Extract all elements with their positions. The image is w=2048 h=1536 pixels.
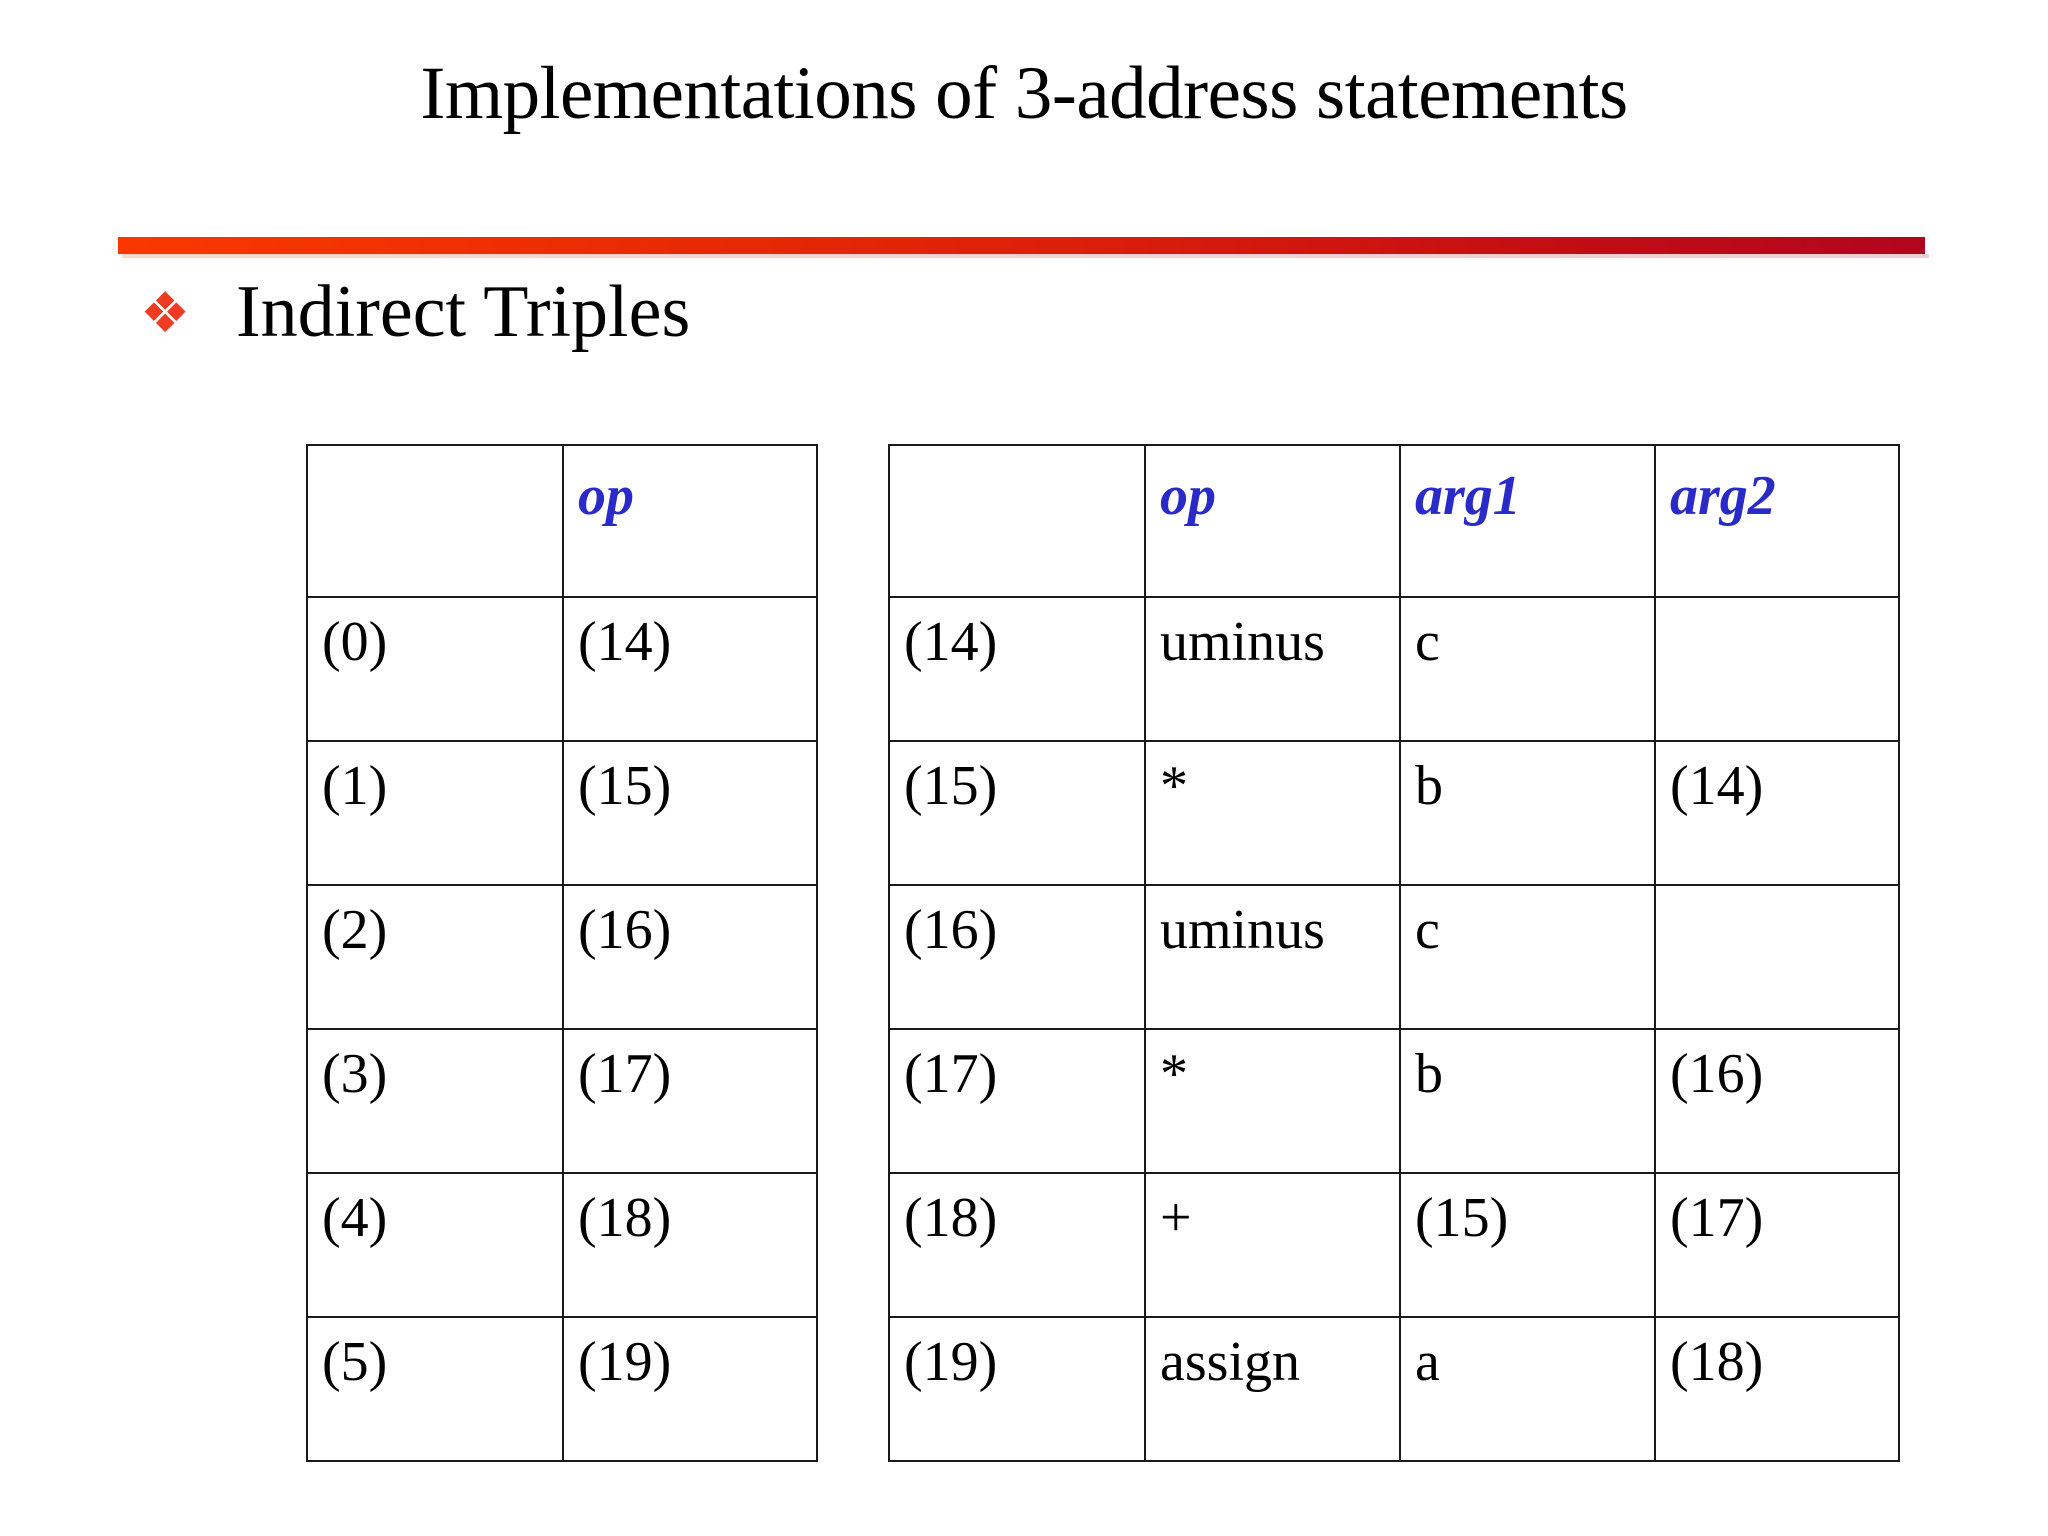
triples-cell-op: * (1144, 1028, 1401, 1174)
triples-cell-arg1: b (1399, 1028, 1656, 1174)
title-accent-divider-shadow (122, 254, 1929, 258)
table-row: (1) (15) (306, 740, 818, 886)
table-row: (5) (19) (306, 1316, 818, 1462)
index-table-body: op (0) (14) (1) (15) (2) (16) (3) (17) (… (306, 444, 818, 1462)
triples-cell-arg1: a (1399, 1316, 1656, 1462)
table-row: (2) (16) (306, 884, 818, 1030)
triples-cell-idx: (15) (888, 740, 1146, 886)
triples-cell-arg2: (17) (1654, 1172, 1900, 1318)
bullet-line: ❖ Indirect Triples (140, 271, 691, 353)
table-row: (16) uminus c (888, 884, 1900, 1030)
triples-cell-arg2 (1654, 596, 1900, 742)
index-cell-op: (18) (562, 1172, 818, 1318)
table-header-row: op arg1 arg2 (888, 444, 1900, 598)
diamond-bullet-icon: ❖ (140, 281, 191, 346)
page-title: Implementations of 3-address statements (420, 52, 1628, 135)
triples-cell-op: uminus (1144, 596, 1401, 742)
index-cell-op: (17) (562, 1028, 818, 1174)
table-row: (18) + (15) (17) (888, 1172, 1900, 1318)
triples-cell-op: assign (1144, 1316, 1401, 1462)
bullet-label: Indirect Triples (236, 271, 691, 353)
triples-cell-arg1: b (1399, 740, 1656, 886)
title-accent-divider (118, 237, 1925, 254)
table-header-row: op (306, 444, 818, 598)
table-row: (19) assign a (18) (888, 1316, 1900, 1462)
index-cell-idx: (5) (306, 1316, 564, 1462)
triples-header-arg2: arg2 (1654, 444, 1900, 598)
triples-cell-arg1: (15) (1399, 1172, 1656, 1318)
triples-table: op arg1 arg2 (14) uminus c (15) * b (14)… (888, 444, 1900, 1462)
triples-cell-idx: (18) (888, 1172, 1146, 1318)
index-cell-op: (15) (562, 740, 818, 886)
triples-header-op: op (1144, 444, 1401, 598)
index-cell-idx: (1) (306, 740, 564, 886)
triples-cell-arg2 (1654, 884, 1900, 1030)
table-row: (4) (18) (306, 1172, 818, 1318)
triples-cell-op: + (1144, 1172, 1401, 1318)
triples-cell-idx: (19) (888, 1316, 1146, 1462)
table-row: (3) (17) (306, 1028, 818, 1174)
triples-cell-arg1: c (1399, 884, 1656, 1030)
index-cell-op: (14) (562, 596, 818, 742)
table-row: (0) (14) (306, 596, 818, 742)
index-cell-idx: (0) (306, 596, 564, 742)
triples-header-arg1: arg1 (1399, 444, 1656, 598)
triples-cell-arg1: c (1399, 596, 1656, 742)
triples-cell-idx: (16) (888, 884, 1146, 1030)
index-table: op (0) (14) (1) (15) (2) (16) (3) (17) (… (306, 444, 818, 1462)
index-header-blank (306, 444, 564, 598)
index-header-op: op (562, 444, 818, 598)
triples-cell-op: uminus (1144, 884, 1401, 1030)
index-cell-idx: (3) (306, 1028, 564, 1174)
triples-table-body: op arg1 arg2 (14) uminus c (15) * b (14)… (888, 444, 1900, 1462)
table-row: (15) * b (14) (888, 740, 1900, 886)
triples-cell-arg2: (18) (1654, 1316, 1900, 1462)
table-row: (17) * b (16) (888, 1028, 1900, 1174)
triples-cell-idx: (17) (888, 1028, 1146, 1174)
triples-cell-arg2: (16) (1654, 1028, 1900, 1174)
index-cell-idx: (4) (306, 1172, 564, 1318)
triples-cell-idx: (14) (888, 596, 1146, 742)
triples-cell-arg2: (14) (1654, 740, 1900, 886)
index-cell-op: (16) (562, 884, 818, 1030)
triples-header-blank (888, 444, 1146, 598)
index-cell-idx: (2) (306, 884, 564, 1030)
triples-cell-op: * (1144, 740, 1401, 886)
table-row: (14) uminus c (888, 596, 1900, 742)
index-cell-op: (19) (562, 1316, 818, 1462)
